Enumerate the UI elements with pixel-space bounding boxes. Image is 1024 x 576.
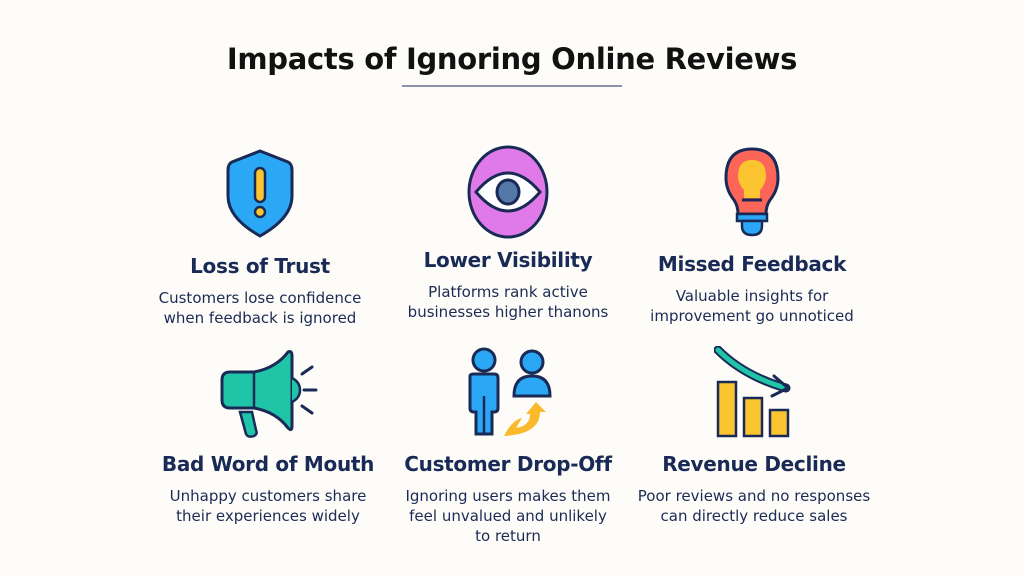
card-title: Revenue Decline [662, 452, 846, 476]
declining-chart-icon [714, 346, 791, 438]
card-customer-drop-off: Customer Drop-Off Ignoring users makes t… [368, 346, 648, 546]
shield-alert-icon [226, 149, 294, 238]
card-title: Missed Feedback [657, 252, 847, 276]
page-title: Impacts of Ignoring Online Reviews [226, 42, 798, 76]
title-divider [402, 85, 622, 87]
megaphone-icon [220, 350, 318, 438]
card-title: Loss of Trust [190, 254, 330, 278]
card-bad-word-of-mouth: Bad Word of Mouth Unhappy customers shar… [128, 346, 408, 526]
card-title: Bad Word of Mouth [161, 452, 375, 476]
card-revenue-decline: Revenue Decline Poor reviews and no resp… [614, 346, 894, 526]
lightbulb-icon [724, 147, 780, 237]
card-title: Lower Visibility [423, 248, 593, 272]
users-leaving-icon [468, 347, 552, 436]
card-title: Customer Drop-Off [404, 452, 612, 476]
eye-icon [467, 145, 549, 239]
